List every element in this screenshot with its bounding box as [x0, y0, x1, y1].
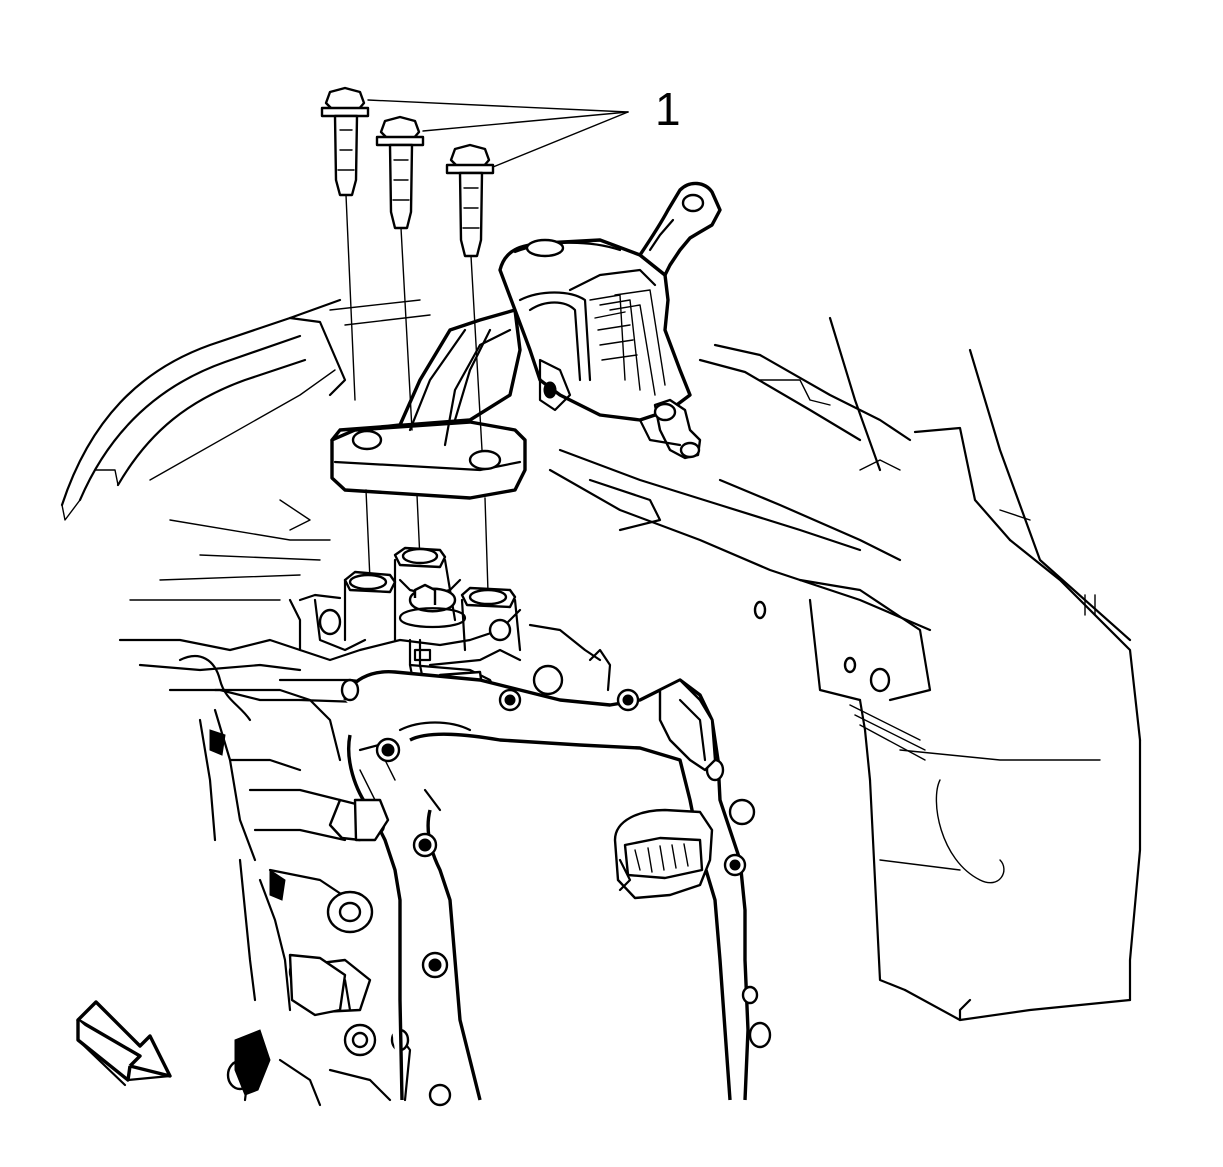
- callout-leaders: [367, 99, 629, 168]
- arrow-icon: [76, 1000, 172, 1087]
- right-body-structure: [548, 316, 1142, 1022]
- left-body-structure: [60, 298, 431, 601]
- bolt-1: [320, 86, 370, 401]
- callout-label-1: 1: [655, 83, 681, 135]
- bolt-2: [375, 115, 425, 431]
- subframe: [288, 648, 772, 1107]
- engine-mount: [330, 181, 722, 500]
- bolt-3: [445, 143, 495, 451]
